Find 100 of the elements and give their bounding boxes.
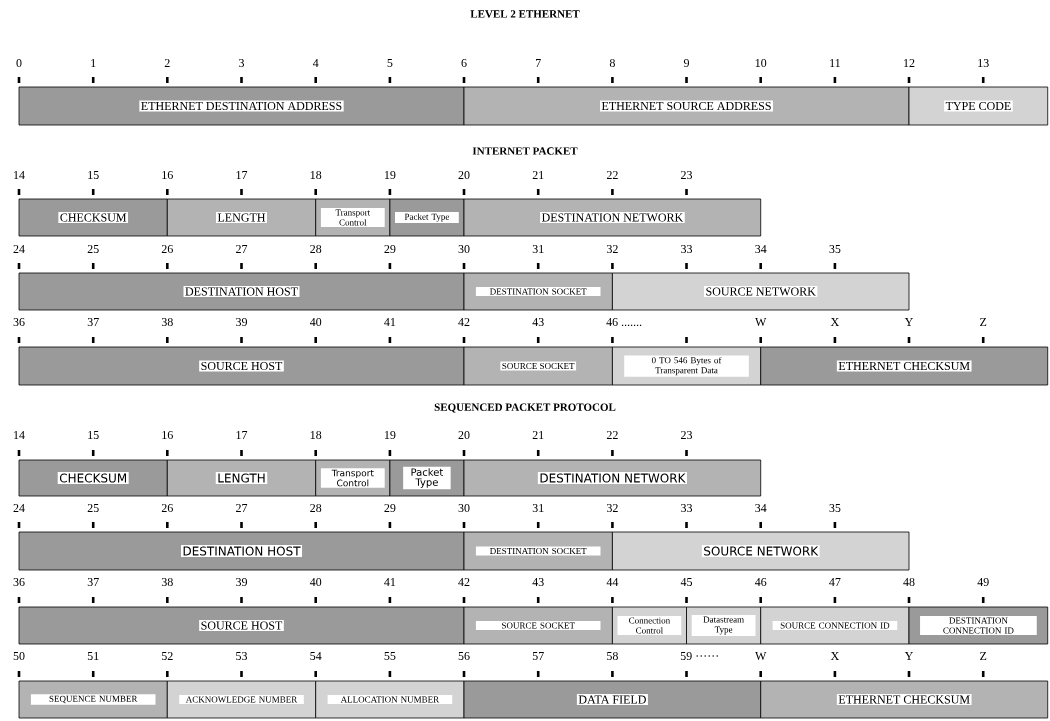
byte-number: 37: [87, 317, 99, 327]
byte-number: 2: [164, 59, 170, 67]
field-box: DESTINATION SOCKET: [463, 531, 613, 571]
byte-number: 23: [681, 170, 693, 180]
byte-number: 43: [532, 317, 544, 327]
field-box: DESTINATION SOCKET: [463, 272, 613, 311]
byte-number: 33: [681, 244, 693, 254]
byte-number: 58: [607, 651, 618, 661]
byte-number: 15: [88, 431, 99, 439]
byte-number: 5: [387, 59, 393, 67]
byte-number: 8: [609, 58, 615, 68]
field-box: CHECKSUM: [18, 459, 168, 497]
byte-number: 46 .......: [606, 317, 642, 327]
byte-number: W: [755, 318, 767, 327]
byte-number: 51: [87, 652, 99, 660]
byte-number: 24: [13, 245, 25, 253]
field-box: LENGTH: [166, 459, 317, 497]
byte-number: 59 ······: [680, 651, 718, 661]
byte-number: 57: [532, 652, 544, 660]
byte-number: 27: [236, 245, 248, 253]
byte-number: 56: [458, 651, 470, 661]
section-heading: LEVEL 2 ETHERNET: [470, 10, 580, 18]
byte-number: 32: [607, 503, 618, 513]
byte-number: 14: [14, 171, 25, 179]
byte-number: 46: [754, 577, 767, 587]
byte-number: 37: [87, 577, 99, 587]
field-box: LENGTH: [166, 198, 317, 237]
byte-number: 14: [14, 431, 25, 439]
byte-number: 3: [239, 58, 245, 68]
byte-number: 35: [829, 503, 841, 513]
byte-number: 12: [904, 59, 915, 67]
byte-number: 16: [162, 170, 173, 180]
byte-number: 28: [310, 503, 322, 513]
field-box: DESTINATION CONNECTION ID: [908, 606, 1049, 645]
byte-number: 30: [458, 244, 470, 254]
byte-number: 55: [384, 652, 396, 660]
field-box: SOURCE CONNECTION ID: [760, 606, 910, 645]
field-box: DESTINATION NETWORK: [463, 459, 762, 497]
byte-number: 33: [681, 503, 693, 513]
byte-number: 10: [755, 58, 767, 68]
byte-number: 34: [755, 503, 767, 513]
byte-number: 36: [13, 577, 25, 587]
byte-number: 40: [309, 577, 322, 587]
byte-number: 24: [13, 504, 25, 512]
field-box: CHECKSUM: [18, 198, 168, 237]
byte-number: 38: [161, 317, 173, 327]
byte-number: 29: [384, 503, 396, 513]
byte-number: 42: [458, 578, 470, 586]
byte-number: 31: [532, 244, 544, 254]
byte-number: 23: [681, 430, 693, 440]
byte-number: Y: [904, 318, 914, 326]
byte-number: 43: [532, 577, 544, 587]
section-heading: INTERNET PACKET: [472, 147, 578, 155]
field-box: ETHERNET CHECKSUM: [760, 680, 1049, 719]
byte-number: 44: [606, 578, 619, 586]
field-box: DESTINATION HOST: [18, 531, 465, 571]
byte-number: 19: [384, 170, 396, 180]
byte-number: 41: [384, 318, 396, 326]
field-box: SOURCE NETWORK: [612, 531, 910, 571]
byte-number: 20: [458, 170, 470, 180]
field-box: SEQUENCE NUMBER: [18, 680, 168, 719]
byte-number: 13: [978, 58, 989, 68]
byte-number: 35: [829, 244, 841, 254]
byte-number: 26: [161, 503, 173, 513]
field-box: ALLOCATION NUMBER: [315, 680, 465, 719]
field-box: DESTINATION NETWORK: [463, 198, 762, 237]
byte-number: 36: [13, 317, 25, 327]
byte-number: Z: [980, 318, 987, 326]
byte-number: 53: [236, 651, 248, 661]
field-box: Transport Control: [315, 198, 391, 237]
byte-number: 15: [88, 171, 99, 179]
byte-number: 42: [458, 318, 470, 326]
byte-number: 39: [236, 577, 247, 587]
byte-number: 20: [458, 430, 470, 440]
byte-number: W: [755, 652, 767, 661]
byte-number: 39: [236, 317, 247, 327]
field-box: SOURCE SOCKET: [463, 346, 613, 386]
byte-number: 22: [606, 171, 618, 179]
byte-number: X: [830, 652, 840, 660]
field-box: TYPE CODE: [908, 86, 1049, 126]
byte-number: 32: [607, 244, 618, 254]
byte-number: 11: [830, 59, 840, 67]
byte-number: 19: [384, 430, 396, 440]
field-box: SOURCE NETWORK: [612, 272, 910, 311]
byte-number: 27: [236, 504, 248, 512]
field-box: 0 TO 546 Bytes of Transparent Data: [612, 346, 762, 386]
byte-number: 41: [384, 578, 396, 586]
byte-number: 4: [312, 59, 319, 67]
byte-number: 25: [87, 244, 99, 254]
byte-number: 0: [16, 58, 22, 68]
byte-number: 21: [532, 431, 544, 439]
field-box: Packet Type: [389, 459, 465, 497]
byte-number: 18: [310, 430, 322, 440]
byte-number: X: [830, 318, 840, 326]
byte-number: 31: [532, 503, 544, 513]
field-box: SOURCE SOCKET: [463, 606, 613, 645]
field-box: ETHERNET SOURCE ADDRESS: [463, 86, 910, 126]
section-heading: SEQUENCED PACKET PROTOCOL: [434, 403, 616, 413]
byte-number: 17: [236, 171, 248, 179]
byte-number: 25: [87, 503, 99, 513]
